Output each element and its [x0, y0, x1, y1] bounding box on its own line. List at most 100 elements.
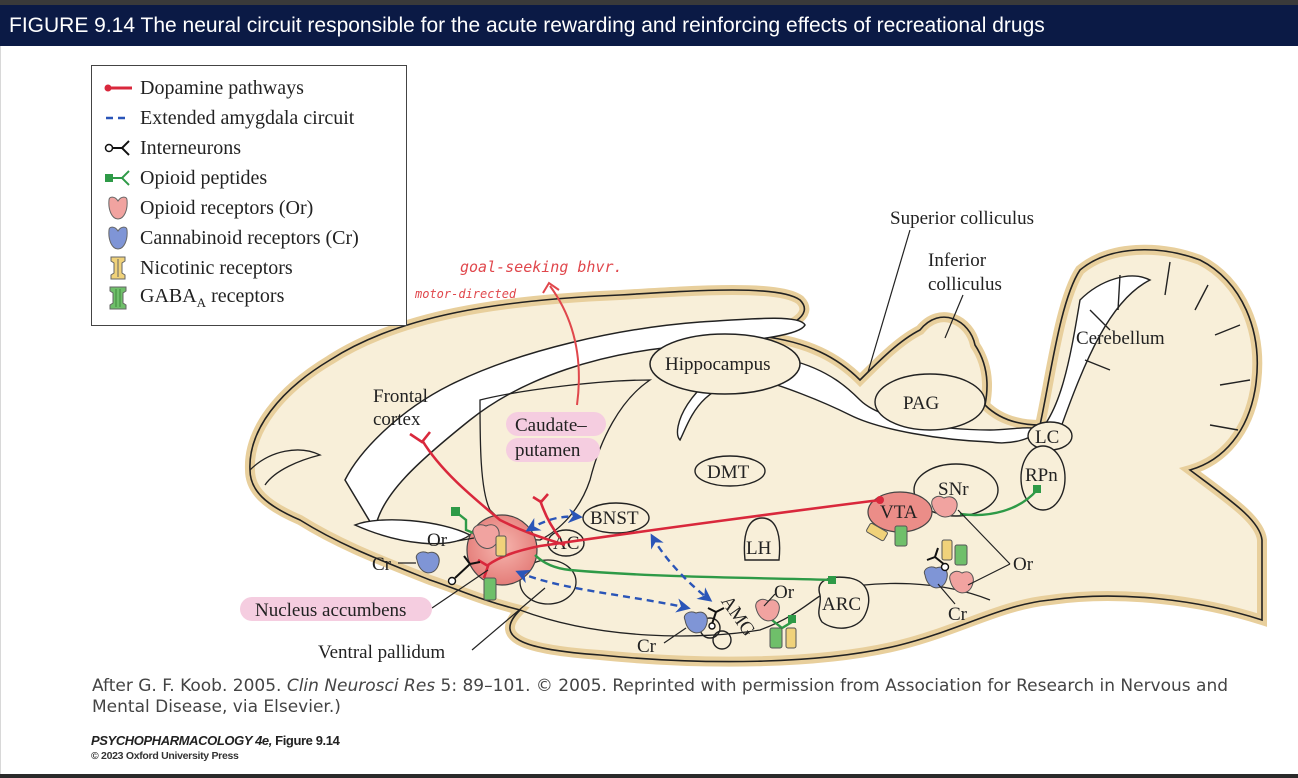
label-dmt: DMT	[707, 462, 750, 483]
leader-or-nac	[456, 537, 475, 542]
dopamine-terminal-caudate	[532, 493, 549, 504]
nicotinic-receptor-brainstem	[941, 539, 953, 561]
handwritten-goal-seeking: goal-seeking bhvr.	[460, 258, 623, 276]
interneuron-nac	[454, 555, 481, 579]
ventral-brain	[519, 582, 991, 637]
book-title: PSYCHOPHARMACOLOGY 4e,	[91, 733, 272, 748]
dopamine-terminal-nac	[477, 558, 490, 579]
dopamine-pathway-line-icon	[104, 75, 132, 101]
label-caudate-1: Caudate–	[515, 415, 587, 436]
nicotinic-receptor-arc	[785, 627, 797, 649]
brain-edge	[249, 248, 1263, 663]
cerebellum-folds	[1084, 261, 1251, 431]
amygdala-path-nac-bnst	[525, 508, 583, 532]
leader-cr-brainstem	[937, 583, 956, 605]
leader-superior-colliculus	[867, 229, 911, 373]
label-inferior-colliculus-1: Inferior	[928, 250, 987, 271]
legend-item-opioid-receptors: Opioid receptors (Or)	[104, 193, 313, 223]
opioid-peptide-icon	[104, 165, 132, 191]
legend-label: Opioid receptors (Or)	[140, 196, 314, 219]
interneuron-amg	[707, 607, 725, 625]
left-border	[0, 46, 1, 774]
label-cr-nac: Cr	[372, 554, 392, 575]
legend-item-interneurons: Interneurons	[104, 133, 241, 163]
label-or-arc: Or	[774, 582, 795, 603]
opioid-terminal-rpn	[1033, 485, 1041, 493]
interneuron-amg-soma	[708, 622, 716, 630]
leader-lines	[398, 229, 1011, 651]
figure-title: FIGURE 9.14 The neural circuit responsib…	[9, 14, 1045, 37]
opioid-terminal-nac	[451, 507, 460, 516]
extended-amygdala-dashed-line-icon	[104, 105, 132, 131]
pag-region	[874, 373, 986, 431]
leader-or-arc	[763, 593, 776, 607]
label-or-nac: Or	[427, 530, 448, 551]
legend-label: Extended amygdala circuit	[140, 106, 355, 129]
label-superior-colliculus: Superior colliculus	[890, 208, 1034, 229]
caudate-putamen-region	[479, 379, 653, 541]
leader-inferior-colliculus	[944, 294, 964, 339]
label-lh: LH	[746, 538, 772, 559]
label-cr-amg: Cr	[637, 636, 657, 657]
nicotinic-receptor-nac	[495, 535, 507, 557]
legend-label-rest: receptors	[206, 285, 285, 307]
leader-or-brainstem	[957, 509, 1011, 586]
legend-item-amygdala: Extended amygdala circuit	[104, 103, 354, 133]
legend-label: GABAA receptors	[140, 285, 284, 311]
interneurons	[447, 547, 950, 630]
label-caudate-2: putamen	[515, 440, 581, 461]
opioid-path-nac-top	[455, 511, 477, 536]
copyright: © 2023 Oxford University Press	[91, 750, 239, 762]
dopamine-path-frontal	[420, 439, 566, 547]
extended-amygdala-circuit	[515, 508, 713, 613]
gaba-receptor-vta	[894, 525, 908, 547]
opioid-receptor-icon	[104, 195, 132, 221]
bottom-window-edge	[0, 774, 1298, 778]
brain-diagram: PAG LC RPn SNr DMT BNST AC LH ARC VTA AM…	[240, 208, 1267, 667]
opioid-receptor-nac	[472, 524, 500, 549]
caption-journal: Clin Neurosci Res	[286, 676, 436, 696]
leader-nac	[431, 569, 489, 609]
label-hippocampus: Hippocampus	[665, 354, 771, 375]
label-cerebellum: Cerebellum	[1076, 328, 1165, 349]
legend-item-gaba-receptors: GABAA receptors	[104, 283, 284, 313]
highlight-nac	[240, 597, 432, 621]
bnst-region	[582, 502, 650, 534]
legend-label: Opioid peptides	[140, 166, 268, 189]
dmt-region	[694, 455, 766, 487]
handwritten-arrowhead	[542, 281, 560, 294]
label-rpn: RPn	[1025, 465, 1058, 486]
label-arc: ARC	[822, 594, 861, 615]
figure-caption: After G. F. Koob. 2005. Clin Neurosci Re…	[92, 676, 1282, 718]
gaba-receptor-brainstem	[954, 544, 968, 566]
label-nucleus-accumbens: Nucleus accumbens	[255, 600, 406, 621]
lh-region	[743, 517, 781, 561]
legend-label: Interneurons	[140, 136, 242, 159]
handwritten-motor-directed: motor-directed	[414, 287, 517, 301]
label-frontal-cortex-1: Frontal	[373, 386, 428, 407]
dopamine-origin-dot	[876, 496, 884, 504]
opioid-receptor-brainstem	[949, 570, 974, 594]
label-vta: VTA	[880, 502, 918, 523]
label-pag: PAG	[903, 393, 940, 414]
caption-prefix: After G. F. Koob. 2005.	[92, 676, 287, 696]
book-credit: PSYCHOPHARMACOLOGY 4e, Figure 9.14	[91, 733, 340, 748]
legend-label-subscript: A	[196, 295, 207, 310]
caption-suffix: 5: 89–101. © 2005. Reprinted with permis…	[92, 676, 1229, 717]
figure-number: Figure 9.14	[271, 733, 340, 748]
opioid-terminal-arc	[828, 576, 836, 584]
legend-label: Nicotinic receptors	[140, 256, 293, 279]
label-bnst: BNST	[590, 508, 639, 529]
opioid-terminal-amg	[788, 615, 796, 623]
cannabinoid-receptor-icon	[104, 225, 132, 251]
hippocampus-region	[649, 333, 801, 395]
legend-label: Cannabinoid receptors (Cr)	[140, 226, 359, 249]
legend-item-dopamine: Dopamine pathways	[104, 73, 304, 103]
figure-title-bar: FIGURE 9.14 The neural circuit responsib…	[0, 5, 1298, 46]
label-or-brainstem: Or	[1013, 554, 1034, 575]
amygdala-path-nac-amg	[515, 569, 691, 613]
legend: Dopamine pathways Extended amygdala circ…	[91, 65, 407, 326]
opioid-path-arc-or	[771, 619, 793, 630]
label-lc: LC	[1035, 427, 1059, 448]
label-cr-brainstem: Cr	[948, 604, 968, 625]
